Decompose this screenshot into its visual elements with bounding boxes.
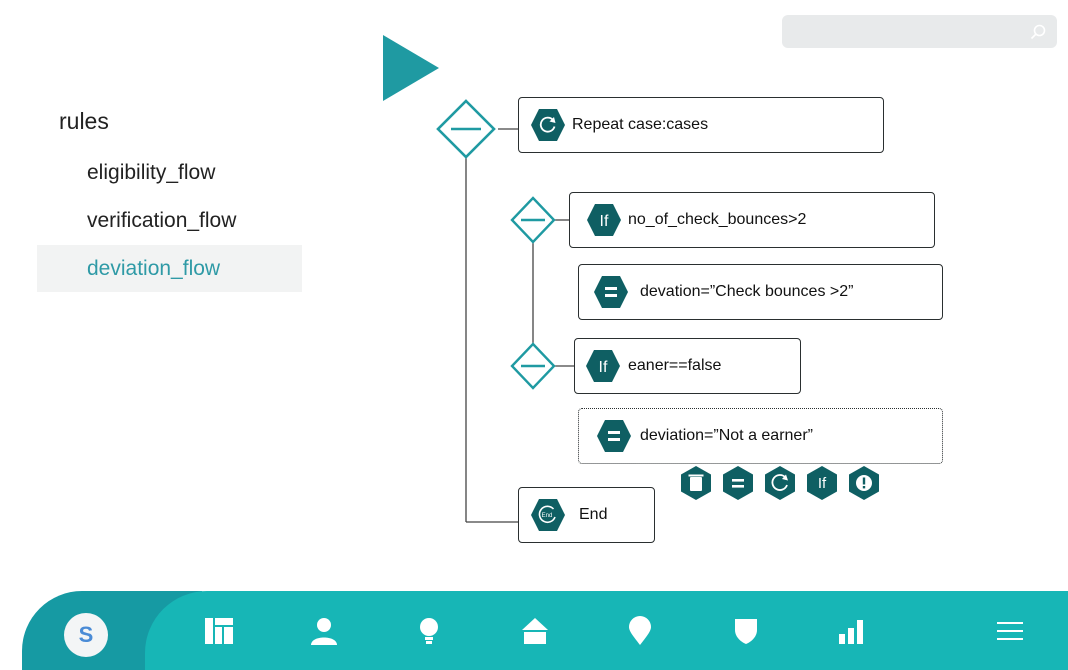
repeat-icon[interactable] xyxy=(763,465,797,501)
sidebar-item-eligibility-flow[interactable]: eligibility_flow xyxy=(87,161,216,184)
if-node-check-bounces[interactable]: If no_of_check_bounces>2 xyxy=(569,192,935,248)
end-node[interactable]: End End xyxy=(518,487,655,543)
svg-text:End: End xyxy=(542,513,553,519)
search-box[interactable] xyxy=(782,15,1057,48)
home-icon[interactable] xyxy=(520,616,550,646)
assign-node-check-bounces-label: devation=”Check bounces >2” xyxy=(640,283,854,300)
bottom-nav-bar xyxy=(145,591,1068,670)
search-input[interactable] xyxy=(792,21,1026,43)
equals-icon[interactable] xyxy=(721,465,755,501)
if-icon: If xyxy=(587,204,621,236)
rules-heading: rules xyxy=(59,108,109,134)
end-icon: End xyxy=(531,499,565,531)
assign-node-not-earner[interactable]: deviation=”Not a earner” xyxy=(578,408,943,464)
if-node-earner[interactable]: If eaner==false xyxy=(574,338,801,394)
sidebar-item-verification-flow[interactable]: verification_flow xyxy=(87,209,237,232)
if-node-earner-label: eaner==false xyxy=(628,357,722,374)
collapse-diamond-if1[interactable] xyxy=(510,196,556,244)
collapse-diamond-if2[interactable] xyxy=(510,342,556,390)
repeat-node-label: Repeat case:cases xyxy=(572,116,709,133)
sidebar-item-deviation-flow[interactable]: deviation_flow xyxy=(37,245,302,292)
assign-node-check-bounces[interactable]: devation=”Check bounces >2” xyxy=(578,264,943,320)
equals-icon xyxy=(597,420,631,452)
if-icon: If xyxy=(586,350,620,382)
location-pin-icon[interactable] xyxy=(625,616,655,646)
svg-text:If: If xyxy=(600,213,609,230)
if-node-check-bounces-label: no_of_check_bounces>2 xyxy=(628,211,807,228)
repeat-node[interactable]: Repeat case:cases xyxy=(518,97,884,153)
bulb-icon[interactable] xyxy=(414,616,444,646)
avatar[interactable]: S xyxy=(64,613,108,657)
equals-icon xyxy=(594,276,628,308)
assign-node-not-earner-label: deviation=”Not a earner” xyxy=(640,427,813,444)
end-node-label: End xyxy=(579,506,608,523)
trash-icon[interactable] xyxy=(679,465,713,501)
search-icon[interactable] xyxy=(1029,23,1047,41)
svg-text:If: If xyxy=(599,359,608,376)
alert-icon[interactable] xyxy=(847,465,881,501)
user-icon[interactable] xyxy=(309,616,339,646)
if-icon[interactable]: If xyxy=(805,465,839,501)
collapse-diamond-repeat[interactable] xyxy=(436,99,496,159)
menu-icon[interactable] xyxy=(995,616,1025,646)
dashboard-icon[interactable] xyxy=(204,616,234,646)
play-icon[interactable] xyxy=(382,35,440,101)
svg-text:If: If xyxy=(818,475,827,492)
bar-chart-icon[interactable] xyxy=(836,616,866,646)
repeat-icon xyxy=(531,109,565,141)
shield-icon[interactable] xyxy=(731,616,761,646)
